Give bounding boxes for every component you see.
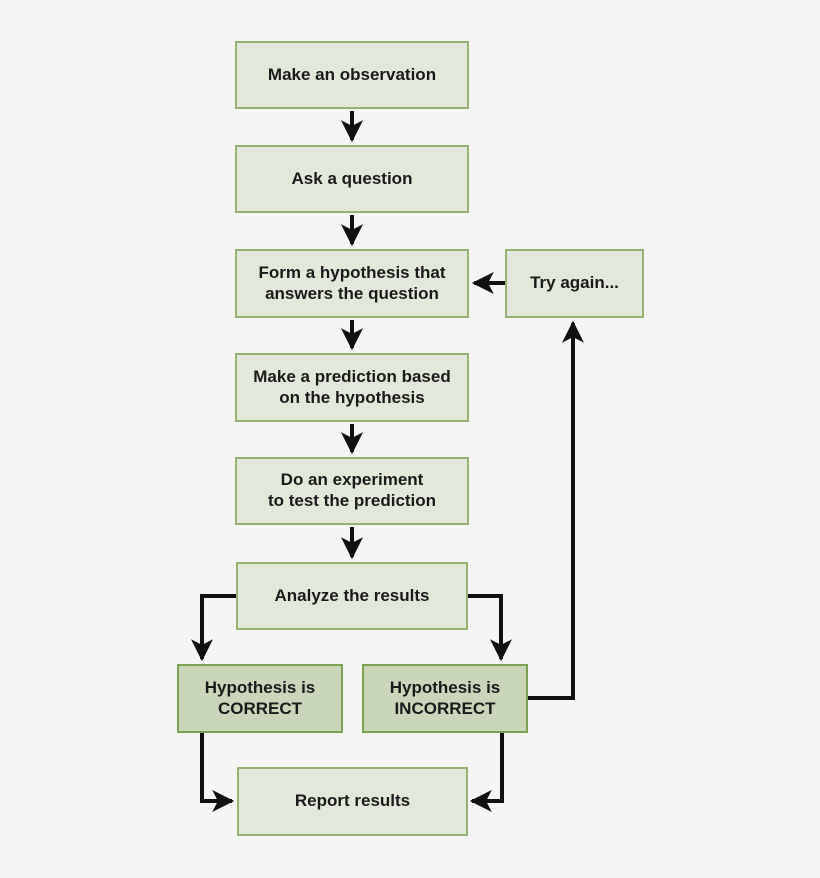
node-hypothesis-is-correct-label: Hypothesis is CORRECT xyxy=(204,677,316,718)
node-make-an-observation-label: Make an observation xyxy=(267,64,437,84)
node-do-an-experiment-label: Do an experiment to test the prediction xyxy=(267,470,437,510)
arrow-incorrect-to-report xyxy=(469,733,504,812)
node-do-an-experiment: Do an experiment to test the prediction xyxy=(235,457,469,525)
node-make-a-prediction: Make a prediction based on the hypothesi… xyxy=(235,353,469,422)
arrow-analyze-to-correct xyxy=(191,594,236,662)
node-hypothesis-is-correct: Hypothesis is CORRECT xyxy=(177,664,343,733)
node-ask-a-question: Ask a question xyxy=(235,145,469,213)
node-report-results-label: Report results xyxy=(294,791,411,811)
arrow-correct-to-report xyxy=(200,733,235,812)
node-analyze-the-results-label: Analyze the results xyxy=(274,585,430,605)
node-form-a-hypothesis-label: Form a hypothesis that answers the quest… xyxy=(258,262,446,303)
node-analyze-the-results: Analyze the results xyxy=(236,562,468,630)
node-hypothesis-is-incorrect-label: Hypothesis is INCORRECT xyxy=(389,677,501,718)
arrow-analyze-to-incorrect xyxy=(468,594,512,662)
node-hypothesis-is-incorrect: Hypothesis is INCORRECT xyxy=(362,664,528,733)
node-make-a-prediction-label: Make a prediction based on the hypothesi… xyxy=(253,366,451,407)
node-try-again: Try again... xyxy=(505,249,644,318)
node-ask-a-question-label: Ask a question xyxy=(291,168,413,188)
node-make-an-observation: Make an observation xyxy=(235,41,469,109)
node-try-again-label: Try again... xyxy=(530,273,619,293)
node-form-a-hypothesis: Form a hypothesis that answers the quest… xyxy=(235,249,469,318)
node-report-results: Report results xyxy=(237,767,468,836)
arrow-incorrect-to-try-again xyxy=(528,320,584,700)
